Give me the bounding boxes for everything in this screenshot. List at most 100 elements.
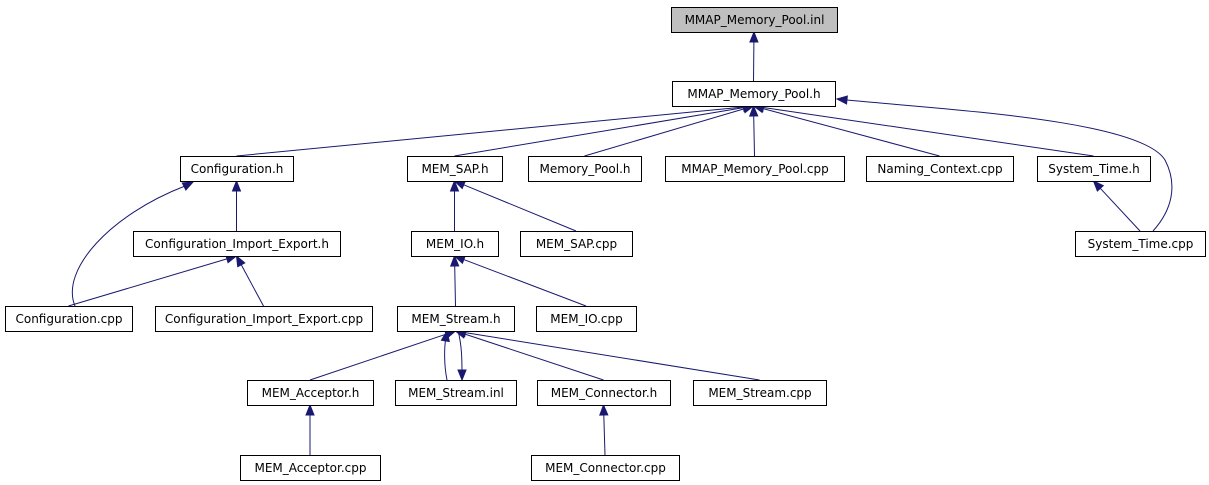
file-node-label: Memory_Pool.h [539,162,630,176]
file-node-box [133,231,341,257]
file-node-systime-h[interactable]: System_Time.h [1037,156,1151,182]
edge-line [463,259,587,307]
edge-config_cpp-to-cie_h [68,254,238,307]
file-node-box [5,306,133,332]
edge-line [444,336,448,381]
file-node-config-cpp[interactable]: Configuration.cpp [5,306,133,332]
edge-arrowhead [748,104,759,117]
file-node-systime-cpp[interactable]: System_Time.cpp [1075,231,1206,257]
file-node-box [531,455,680,481]
file-node-label: MMAP_Memory_Pool.cpp [681,162,828,176]
file-node-label: MMAP_Memory_Pool.h [687,87,820,101]
file-node-label: MEM_Stream.inl [408,386,504,400]
edge-config_cpp-to-config_h [71,181,195,307]
edge-mem_stream_inl-to-mem_stream_h [440,329,450,381]
edge-line [457,330,463,375]
file-node-cie-h[interactable]: Configuration_Import_Export.h [133,231,341,257]
edge-arrowhead [440,329,450,343]
edge-mem_stream_h-to-mem_stream_inl [457,330,467,382]
edge-mem_sap_cpp-to-mem_sap_h [453,180,577,232]
file-node-box [1037,156,1151,182]
edge-arrowhead [1092,180,1105,192]
edge-mem_connector_h-to-mem_stream_h [454,329,604,381]
edge-arrowhead [235,254,246,268]
edge-line [240,264,264,307]
file-node-label: MEM_SAP.h [421,162,488,176]
file-node-label: MEM_Acceptor.h [262,386,360,400]
file-node-mmap-inl: MMAP_Memory_Pool.inl [671,7,838,33]
nodes-layer: MMAP_Memory_Pool.inlMMAP_Memory_Pool.hCo… [5,7,1206,481]
file-node-box [247,380,374,406]
file-node-box [528,156,642,182]
edge-mem_stream_h-to-mem_io_h [449,254,460,307]
file-node-box [411,231,499,257]
edge-mem_connector_cpp-to-mem_connector_h [599,403,609,456]
file-node-box [671,7,838,33]
edge-arrowhead [835,95,848,105]
file-node-label: Configuration_Import_Export.cpp [165,312,363,326]
edge-mem_io_cpp-to-mem_io_h [453,255,587,307]
file-node-box [240,455,381,481]
file-node-cie-cpp[interactable]: Configuration_Import_Export.cpp [155,306,373,332]
file-node-label: Configuration.h [191,162,284,176]
file-node-mem-stream-cpp[interactable]: MEM_Stream.cpp [693,380,827,406]
file-node-mem-connector-cpp[interactable]: MEM_Connector.cpp [531,455,680,481]
edge-mem_acceptor_cpp-to-mem_acceptor_h [305,403,315,455]
file-node-label: MEM_Connector.h [551,386,658,400]
edge-mmap_h-to-mmap_inl [749,30,759,82]
file-node-mem-sap-h[interactable]: MEM_SAP.h [407,156,503,182]
file-node-box [672,81,836,107]
edge-systime_cpp-to-mmap_h [835,95,1173,232]
file-node-naming-cpp[interactable]: Naming_Context.cpp [866,156,1014,182]
file-node-label: System_Time.h [1048,162,1140,176]
file-node-label: Configuration.cpp [15,312,122,326]
file-node-mem-io-h[interactable]: MEM_IO.h [411,231,499,257]
file-node-mem-acceptor-cpp[interactable]: MEM_Acceptor.cpp [240,455,381,481]
edge-systime_h-to-mmap_h [752,102,1094,157]
edge-arrowhead [457,369,467,382]
file-node-mem-stream-inl[interactable]: MEM_Stream.inl [395,380,517,406]
edge-arrowhead [449,254,460,267]
file-node-config-h[interactable]: Configuration.h [180,156,294,182]
file-node-box [536,306,637,332]
file-node-mem-io-cpp[interactable]: MEM_IO.cpp [536,306,637,332]
file-node-mem-stream-h[interactable]: MEM_Stream.h [397,306,515,332]
edge-line [71,185,186,307]
file-node-label: MEM_IO.cpp [550,312,622,326]
edge-mem_acceptor_h-to-mem_stream_h [309,329,457,381]
edge-arrowhead [599,403,609,416]
file-node-mmap-h[interactable]: MMAP_Memory_Pool.h [672,81,836,107]
file-node-box [180,156,294,182]
file-node-mem-connector-h[interactable]: MEM_Connector.h [537,380,671,406]
edge-line [1099,187,1141,232]
file-node-box [520,231,633,257]
file-node-mmap-cpp[interactable]: MMAP_Memory_Pool.cpp [665,156,845,182]
file-node-mem-acceptor-h[interactable]: MEM_Acceptor.h [247,380,374,406]
file-node-label: MEM_IO.h [426,237,484,251]
file-node-label: MEM_Stream.h [411,312,500,326]
edge-naming_cpp-to-mmap_h [752,104,940,157]
edge-line [463,184,577,232]
file-node-label: Naming_Context.cpp [877,162,1002,176]
edge-arrowhead [231,179,242,192]
file-node-box [693,380,827,406]
edge-arrowhead [749,30,759,43]
edge-line [753,115,755,157]
file-node-label: System_Time.cpp [1088,237,1194,251]
edge-line [584,108,745,157]
edge-line [846,99,1173,232]
edge-line [465,332,760,381]
edge-line [763,108,940,157]
file-node-label: MEM_Connector.cpp [545,461,666,475]
edge-line [454,265,456,307]
file-node-box [397,306,515,332]
file-node-mem-sap-cpp[interactable]: MEM_SAP.cpp [520,231,633,257]
file-node-memory-pool-h[interactable]: Memory_Pool.h [528,156,642,182]
file-node-label: MMAP_Memory_Pool.inl [685,13,825,27]
file-node-box [395,380,517,406]
file-node-label: Configuration_Import_Export.h [145,237,329,251]
edge-line [68,258,228,307]
file-node-label: MEM_Stream.cpp [708,386,811,400]
edge-cie_h-to-config_h [231,179,242,231]
file-node-box [665,156,845,182]
